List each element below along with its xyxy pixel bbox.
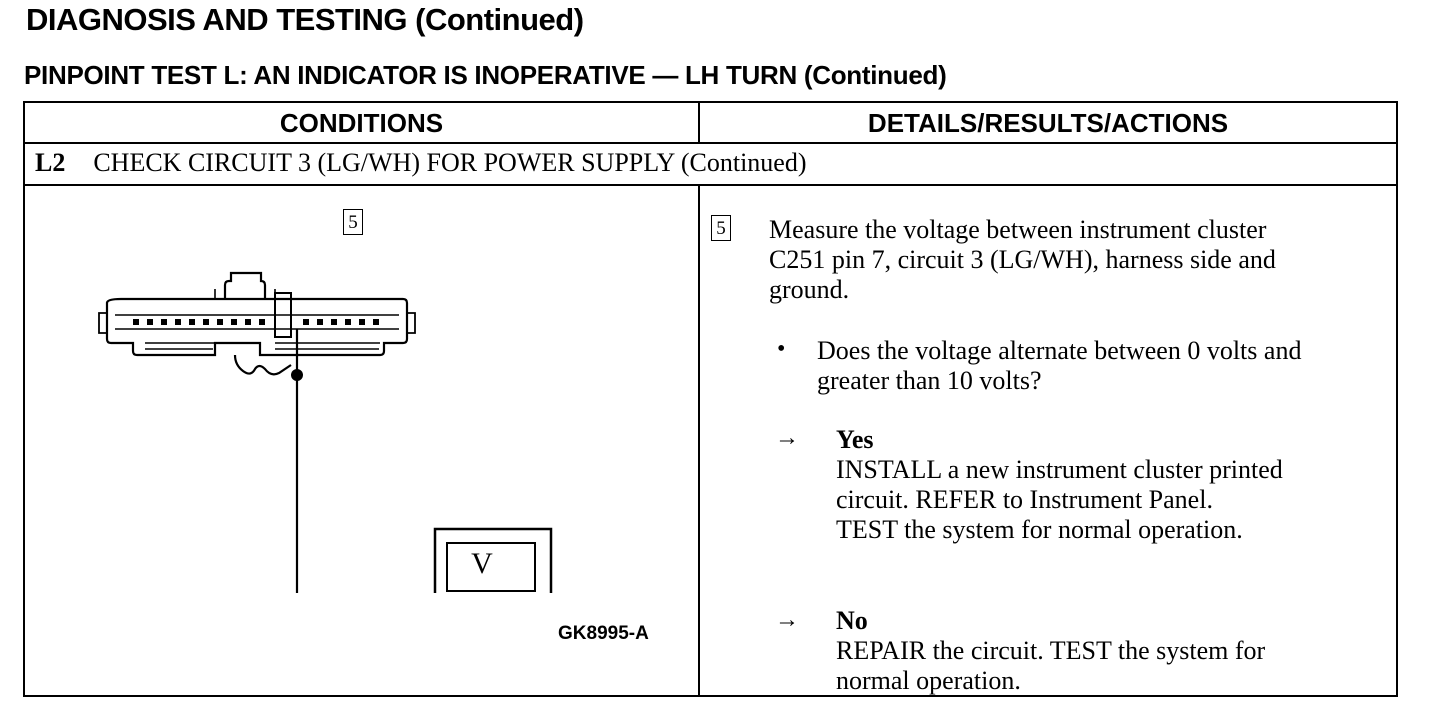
details-column-header: DETAILS/RESULTS/ACTIONS xyxy=(867,108,1229,138)
header-divider xyxy=(25,142,1396,144)
yes-arrow-icon: → xyxy=(775,425,799,451)
header-column-divider xyxy=(698,103,700,144)
connector-pins xyxy=(133,319,379,381)
connector-outline xyxy=(105,297,409,357)
voltmeter-display xyxy=(446,542,536,592)
connector-probe-slot xyxy=(274,292,292,338)
instruction-line: ground. xyxy=(769,275,850,304)
pinpoint-test-table: CONDITIONS DETAILS/RESULTS/ACTIONS L2 CHE… xyxy=(23,101,1398,697)
no-arrow-icon: → xyxy=(775,607,799,633)
no-action-line: normal operation. xyxy=(836,666,1021,695)
step-row: L2 CHECK CIRCUIT 3 (LG/WH) FOR POWER SUPP… xyxy=(35,148,807,178)
details-step-box: 5 xyxy=(711,215,731,241)
yes-action-line: TEST the system for normal operation. xyxy=(836,515,1243,544)
instruction-line: C251 pin 7, circuit 3 (LG/WH), harness s… xyxy=(769,245,1276,274)
yes-action-line: circuit. REFER to Instrument Panel. xyxy=(836,485,1213,514)
yes-label: Yes xyxy=(836,425,874,454)
conditions-column-header: CONDITIONS xyxy=(279,108,444,138)
body-column-divider xyxy=(698,184,700,695)
no-action-line: REPAIR the circuit. TEST the system for xyxy=(836,636,1266,665)
no-result: No REPAIR the circuit. TEST the system f… xyxy=(836,606,1265,696)
figure-step-box: 5 xyxy=(343,209,363,235)
voltmeter-connection-diagram: V + − xyxy=(98,271,553,593)
page-title: DIAGNOSIS AND TESTING (Continued) xyxy=(26,2,584,37)
question-line: Does the voltage alternate between 0 vol… xyxy=(817,336,1302,365)
voltmeter-label: V xyxy=(471,547,493,580)
instruction-line: Measure the voltage between instrument c… xyxy=(769,215,1267,244)
step-id: L2 xyxy=(35,148,66,177)
connector-latch xyxy=(223,271,267,299)
voltmeter-body xyxy=(433,527,553,593)
step-title: CHECK CIRCUIT 3 (LG/WH) FOR POWER SUPPLY xyxy=(93,148,675,177)
probe-lead xyxy=(295,329,299,593)
bullet: • xyxy=(777,336,786,362)
instruction-text: Measure the voltage between instrument c… xyxy=(769,215,1276,305)
probe-tip xyxy=(291,369,303,381)
question-line: greater than 10 volts? xyxy=(817,366,1042,395)
question-text: Does the voltage alternate between 0 vol… xyxy=(817,336,1301,396)
no-label: No xyxy=(836,606,868,635)
harness-wire xyxy=(233,354,292,376)
step-suffix: (Continued) xyxy=(680,148,807,177)
yes-result: Yes INSTALL a new instrument cluster pri… xyxy=(836,425,1283,545)
figure-id: GK8995-A xyxy=(558,623,649,644)
yes-action-line: INSTALL a new instrument cluster printed xyxy=(836,455,1283,484)
pinpoint-test-title: PINPOINT TEST L: AN INDICATOR IS INOPERA… xyxy=(24,60,947,90)
step-row-divider xyxy=(25,184,1396,186)
